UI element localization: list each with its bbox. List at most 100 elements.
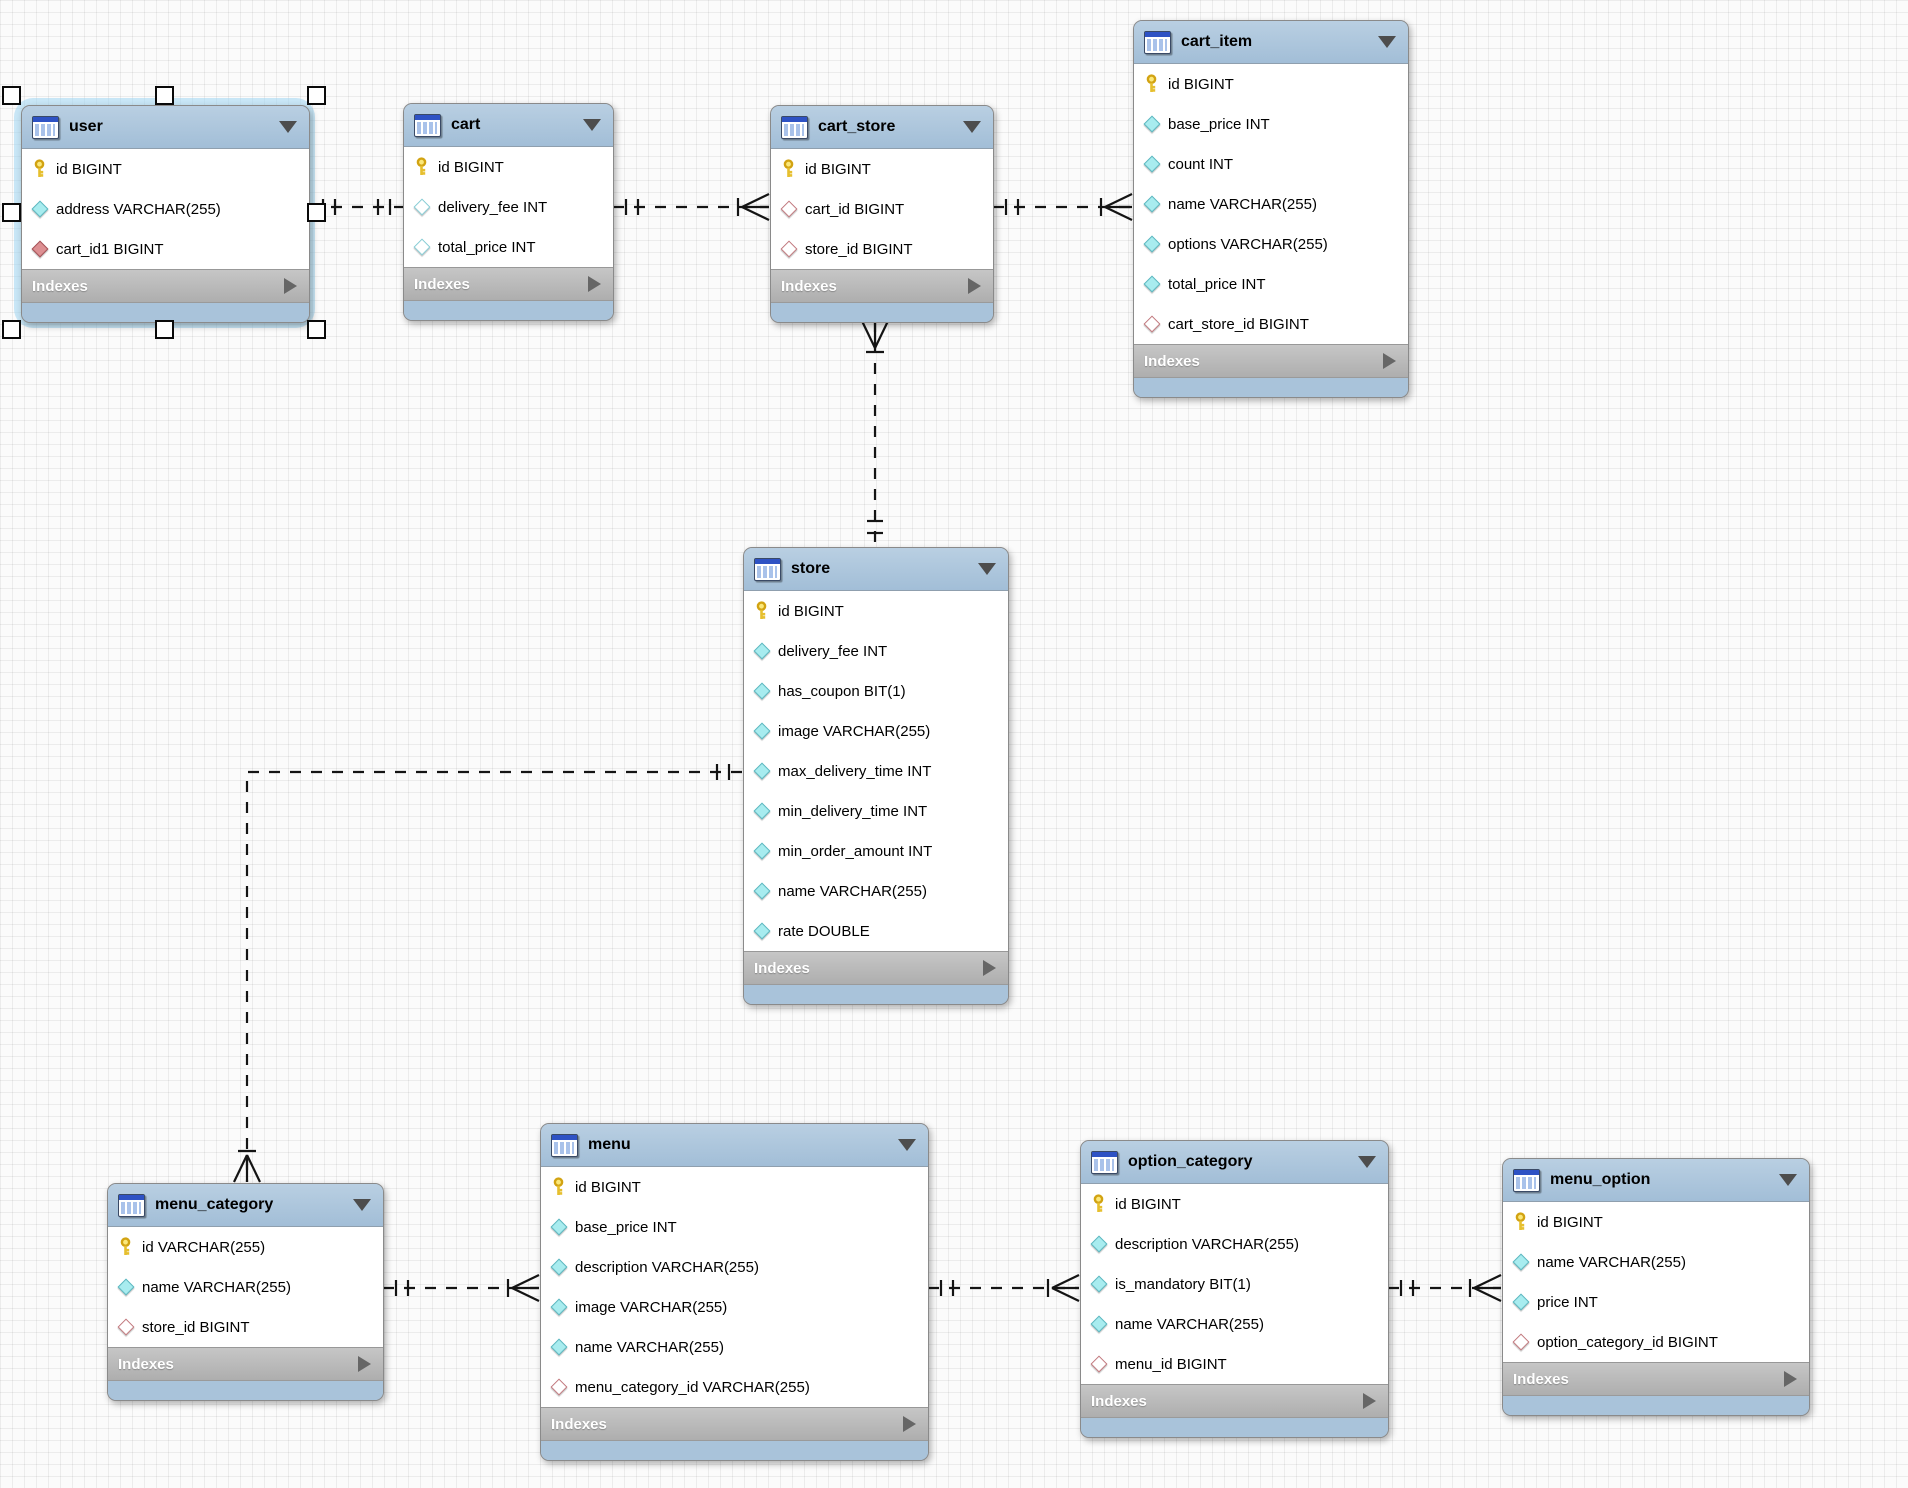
column-option_category-menu_id[interactable]: menu_id BIGINT [1081,1344,1388,1384]
column-cart-delivery_fee[interactable]: delivery_fee INT [404,187,613,227]
column-cart_item-base_price[interactable]: base_price INT [1134,104,1408,144]
selection-handle-bottom-left[interactable] [2,320,21,339]
column-cart_item-cart_store_id[interactable]: cart_store_id BIGINT [1134,304,1408,344]
expand-indexes-icon[interactable] [1383,353,1396,369]
expand-indexes-icon[interactable] [903,1416,916,1432]
collapse-table-icon[interactable] [963,121,981,133]
relationship-cart-cart_store[interactable] [613,193,770,221]
column-menu_category-id[interactable]: id VARCHAR(255) [108,1227,383,1267]
table-header-cart[interactable]: cart [404,104,613,147]
indexes-section-menu_option[interactable]: Indexes [1503,1362,1809,1396]
column-menu_option-option_category_id[interactable]: option_category_id BIGINT [1503,1322,1809,1362]
indexes-section-user[interactable]: Indexes [22,269,309,303]
selection-handle-mid-left[interactable] [2,203,21,222]
column-menu_option-price[interactable]: price INT [1503,1282,1809,1322]
expand-indexes-icon[interactable] [588,276,601,292]
column-store-rate[interactable]: rate DOUBLE [744,911,1008,951]
column-cart_store-id[interactable]: id BIGINT [771,149,993,189]
column-store-min_delivery_time[interactable]: min_delivery_time INT [744,791,1008,831]
relationship-menu-option_category[interactable] [928,1274,1080,1302]
column-cart_item-count[interactable]: count INT [1134,144,1408,184]
expand-indexes-icon[interactable] [358,1356,371,1372]
selection-handle-mid-right[interactable] [307,203,326,222]
table-header-cart_item[interactable]: cart_item [1134,21,1408,64]
indexes-section-menu_category[interactable]: Indexes [108,1347,383,1381]
column-cart-total_price[interactable]: total_price INT [404,227,613,267]
column-user-id[interactable]: id BIGINT [22,149,309,189]
column-menu-description[interactable]: description VARCHAR(255) [541,1247,928,1287]
expand-indexes-icon[interactable] [968,278,981,294]
relationship-cart_store-store[interactable] [861,320,889,546]
column-store-max_delivery_time[interactable]: max_delivery_time INT [744,751,1008,791]
table-header-option_category[interactable]: option_category [1081,1141,1388,1184]
expand-indexes-icon[interactable] [983,960,996,976]
collapse-table-icon[interactable] [1378,36,1396,48]
expand-indexes-icon[interactable] [1784,1371,1797,1387]
selection-handle-bottom-center[interactable] [155,320,174,339]
column-cart_store-cart_id[interactable]: cart_id BIGINT [771,189,993,229]
table-header-user[interactable]: user [22,106,309,149]
collapse-table-icon[interactable] [978,563,996,575]
table-header-menu_category[interactable]: menu_category [108,1184,383,1227]
relationship-cart_store-cart_item[interactable] [993,193,1133,221]
column-store-name[interactable]: name VARCHAR(255) [744,871,1008,911]
column-option_category-is_mandatory[interactable]: is_mandatory BIT(1) [1081,1264,1388,1304]
column-menu-name[interactable]: name VARCHAR(255) [541,1327,928,1367]
relationship-line[interactable] [245,770,742,1182]
column-user-address[interactable]: address VARCHAR(255) [22,189,309,229]
indexes-section-cart[interactable]: Indexes [404,267,613,301]
indexes-section-option_category[interactable]: Indexes [1081,1384,1388,1418]
table-header-store[interactable]: store [744,548,1008,591]
indexes-section-menu[interactable]: Indexes [541,1407,928,1441]
column-cart-id[interactable]: id BIGINT [404,147,613,187]
collapse-table-icon[interactable] [353,1199,371,1211]
column-option_category-name[interactable]: name VARCHAR(255) [1081,1304,1388,1344]
column-store-id[interactable]: id BIGINT [744,591,1008,631]
collapse-table-icon[interactable] [583,119,601,131]
column-cart_item-name[interactable]: name VARCHAR(255) [1134,184,1408,224]
column-store-has_coupon[interactable]: has_coupon BIT(1) [744,671,1008,711]
column-option_category-id[interactable]: id BIGINT [1081,1184,1388,1224]
collapse-table-icon[interactable] [1358,1156,1376,1168]
column-menu-base_price[interactable]: base_price INT [541,1207,928,1247]
relationship-option_category-menu_option[interactable] [1388,1274,1502,1302]
table-header-menu[interactable]: menu [541,1124,928,1167]
column-option_category-description[interactable]: description VARCHAR(255) [1081,1224,1388,1264]
column-cart_item-id[interactable]: id BIGINT [1134,64,1408,104]
indexes-section-store[interactable]: Indexes [744,951,1008,985]
selection-handle-top-right[interactable] [307,86,326,105]
relationship-store-menu_category[interactable] [233,764,742,1183]
collapse-table-icon[interactable] [1779,1174,1797,1186]
collapse-table-icon[interactable] [898,1139,916,1151]
indexes-section-cart_item[interactable]: Indexes [1134,344,1408,378]
column-cart_store-store_id[interactable]: store_id BIGINT [771,229,993,269]
table-header-cart_store[interactable]: cart_store [771,106,993,149]
selection-handle-top-left[interactable] [2,86,21,105]
column-menu_category-store_id[interactable]: store_id BIGINT [108,1307,383,1347]
column-menu_option-name[interactable]: name VARCHAR(255) [1503,1242,1809,1282]
collapse-table-icon[interactable] [279,121,297,133]
column-store-image[interactable]: image VARCHAR(255) [744,711,1008,751]
column-menu_option-id[interactable]: id BIGINT [1503,1202,1809,1242]
column-cart_item-total_price[interactable]: total_price INT [1134,264,1408,304]
column-menu-id[interactable]: id BIGINT [541,1167,928,1207]
column-menu-menu_category_id[interactable]: menu_category_id VARCHAR(255) [541,1367,928,1407]
column-store-min_order_amount[interactable]: min_order_amount INT [744,831,1008,871]
column-menu_category-name[interactable]: name VARCHAR(255) [108,1267,383,1307]
table-header-menu_option[interactable]: menu_option [1503,1159,1809,1202]
indexes-section-cart_store[interactable]: Indexes [771,269,993,303]
relationship-menu_category-menu[interactable] [383,1274,540,1302]
selection-handle-bottom-right[interactable] [307,320,326,339]
column-menu-image[interactable]: image VARCHAR(255) [541,1287,928,1327]
selection-handle-top-center[interactable] [155,86,174,105]
